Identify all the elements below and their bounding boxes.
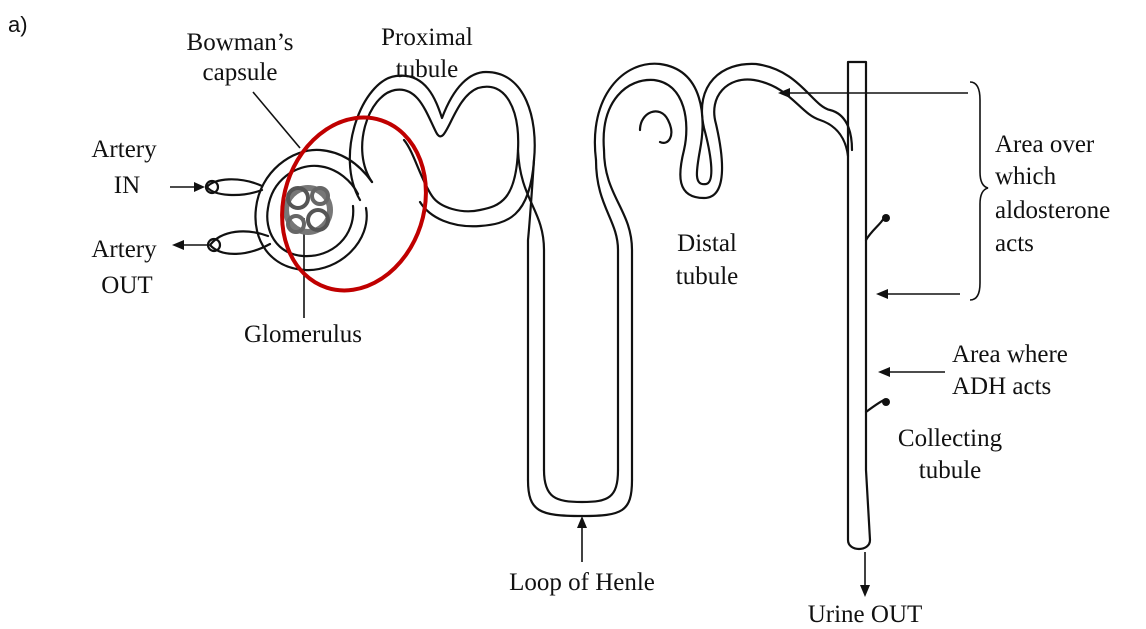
loop-of-henle-label: Loop of Henle	[509, 569, 655, 596]
artery-in-label: Artery IN	[91, 136, 157, 199]
collecting-tubule-label-line1: Collecting	[898, 425, 1003, 452]
aldosterone-bottom-arrowhead	[876, 289, 888, 299]
aldosterone-area-label: Area over which aldosterone acts	[995, 131, 1110, 257]
loop-of-henle-arrowhead	[577, 516, 587, 528]
distal-tubule-label-line2: tubule	[676, 263, 739, 290]
collecting-tubule-label-line2: tubule	[919, 457, 982, 484]
artery-in-label-line1: Artery	[91, 136, 157, 163]
proximal-tubule-outer	[362, 87, 518, 212]
aldosterone-area-brace	[970, 82, 988, 300]
artery-in-label-line2: IN	[114, 172, 140, 199]
aldosterone-area-label-line3: aldosterone	[995, 197, 1110, 224]
aldosterone-area-label-line2: which	[995, 163, 1057, 190]
bowmans-capsule-label-line2: capsule	[203, 59, 278, 86]
glomerulus-label: Glomerulus	[244, 321, 362, 348]
proximal-tubule-label: Proximal tubule	[381, 24, 473, 83]
aldosterone-area-label-line4: acts	[995, 230, 1034, 257]
adh-area-label: Area where ADH acts	[952, 341, 1068, 400]
ascending-limb-inner	[596, 160, 618, 470]
collecting-tubule-branch-upper	[866, 218, 884, 240]
aldosterone-area-label-line1: Area over	[995, 131, 1095, 158]
proximal-tubule-inner	[350, 72, 535, 226]
collecting-tubule-branch-lower	[866, 400, 884, 412]
panel-label: a)	[8, 12, 28, 37]
distal-tubule-inner	[595, 64, 852, 184]
artery-out-arrowhead	[172, 240, 184, 250]
loop-of-henle-inner	[544, 470, 618, 502]
distal-tubule-label-line1: Distal	[677, 230, 737, 257]
collecting-tubule-branch-lower-end	[882, 398, 890, 406]
urine-out-label: Urine OUT	[808, 601, 923, 628]
glomerulus	[286, 188, 330, 232]
distal-tubule-coil	[640, 111, 671, 142]
urine-out-arrowhead	[860, 585, 870, 597]
adh-area-label-line2: ADH acts	[952, 373, 1051, 400]
bowmans-capsule-pointer	[253, 92, 300, 148]
distal-tubule-label: Distal tubule	[676, 230, 739, 290]
proximal-tubule-label-line2: tubule	[396, 56, 459, 83]
artery-out-label-line1: Artery	[91, 236, 157, 263]
adh-area-label-line1: Area where	[952, 341, 1068, 368]
proximal-tubule-label-line1: Proximal	[381, 24, 473, 51]
collecting-tubule-branch-upper-end	[882, 214, 890, 222]
collecting-tubule-label: Collecting tubule	[898, 425, 1003, 484]
adh-arrowhead	[878, 367, 890, 377]
artery-out-label-line2: OUT	[101, 272, 152, 299]
artery-in-arrowhead	[194, 182, 205, 192]
bowmans-capsule-label-line1: Bowman’s	[187, 29, 294, 56]
artery-out-label: Artery OUT	[91, 236, 157, 299]
bowmans-capsule-label: Bowman’s capsule	[187, 29, 294, 86]
